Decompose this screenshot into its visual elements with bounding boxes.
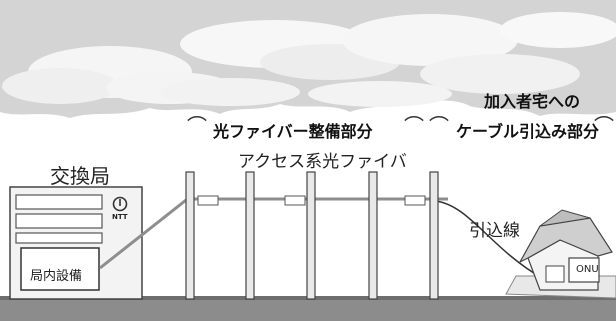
label-onu: ONU [576, 264, 599, 275]
utility-pole [245, 171, 255, 300]
closure-box [197, 195, 219, 206]
ground [0, 298, 616, 321]
utility-pole [368, 171, 378, 300]
label-access-fiber: アクセス系光ファイバ [238, 152, 407, 172]
utility-pole [185, 171, 195, 300]
onu-box [568, 257, 600, 283]
building-panel [15, 232, 103, 244]
bracket-right-icon: ⌒ [594, 114, 614, 138]
drop-line-cable [435, 200, 543, 279]
closure-box [284, 195, 306, 206]
sky-clouds [0, 0, 616, 118]
label-subscriber-line-2: ケーブル引込み部分 [456, 122, 600, 141]
label-ntt: NTT [112, 213, 128, 221]
bracket-left-icon: ⌒ [429, 114, 449, 138]
house-roof [539, 209, 591, 227]
house-window [545, 265, 565, 283]
label-subscriber-line-1: 加入者宅への [484, 92, 581, 111]
utility-poles [185, 171, 439, 300]
subscriber-house [505, 209, 616, 299]
building-panel [15, 194, 103, 210]
bracket-left-icon: ⌒ [187, 114, 207, 138]
office-equipment-box [20, 247, 100, 291]
utility-pole [306, 171, 316, 300]
label-exchange: 交換局 [50, 164, 110, 188]
ntt-logo-icon [112, 196, 128, 212]
building-panel [15, 213, 103, 229]
bracket-right-icon: ⌒ [404, 114, 424, 138]
label-office-equipment: 局内設備 [30, 269, 83, 284]
exchange-building [9, 186, 143, 300]
closure-box [404, 195, 426, 206]
utility-pole [429, 171, 439, 300]
label-drop-line: 引込線 [469, 221, 520, 241]
label-optical-fiber-maintenance: 光ファイバー整備部分 [213, 122, 373, 141]
